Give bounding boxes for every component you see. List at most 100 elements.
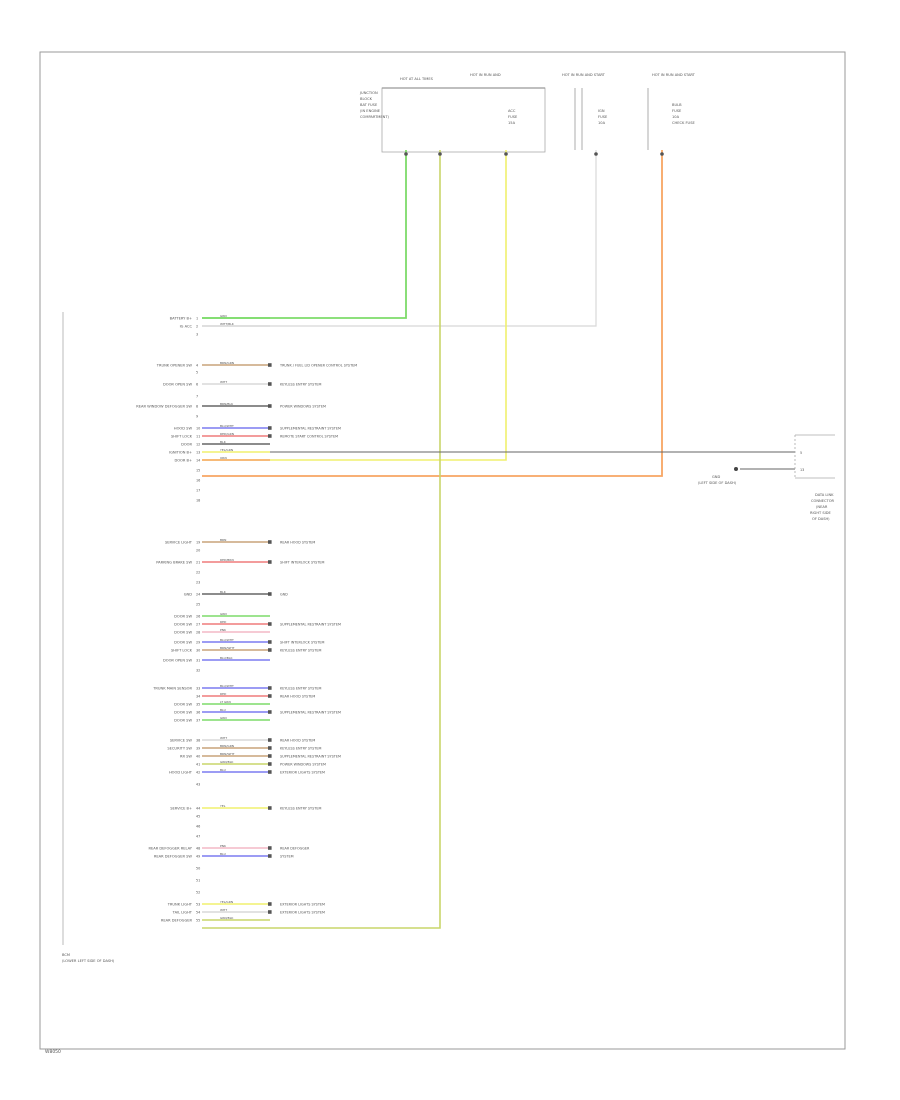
connector-line: FUSE: [672, 109, 682, 113]
pin-row-47: 47: [196, 834, 200, 838]
pin-number: 53: [196, 902, 200, 906]
connector-line: 10A: [598, 121, 606, 125]
pin-number: 47: [196, 834, 200, 838]
pin-row-52: 52: [196, 890, 200, 894]
pin-number: 38: [196, 738, 200, 742]
splice-dot: [504, 152, 508, 156]
wire-color-code: YEL/GRN: [220, 900, 233, 904]
pin-number: 25: [196, 602, 200, 606]
pin-row-9: 9: [196, 414, 198, 418]
pin-label: BATTERY B+: [170, 316, 192, 320]
pin-label: DOOR SW: [174, 710, 192, 714]
connector-line: FUSE: [598, 115, 608, 119]
pin-label: SHIFT LOCK: [171, 648, 193, 652]
wire-destination: KEYLESS ENTRY SYSTEM: [280, 382, 321, 386]
wire-color-code: BRN/GRN: [220, 361, 234, 365]
terminal: [268, 754, 272, 758]
wire-color-code: BRN/GRN: [220, 744, 234, 748]
wire-destination: SUPPLEMENTAL RESTRAINT SYSTEM: [280, 754, 341, 758]
terminal: [268, 426, 272, 430]
top-connector-junction-block: HOT AT ALL TIMES JUNCTION BLOCK BAT FUSE…: [359, 77, 546, 153]
pin-number: 8: [196, 404, 198, 408]
feed-wire: [202, 150, 597, 327]
wire-color-code: WHT: [220, 736, 227, 740]
pin-number: 55: [196, 918, 200, 922]
pin-label: HOOD LIGHT: [169, 770, 193, 774]
wire-color-code: BLK: [220, 590, 227, 594]
wire-color-code: WHT/BLK: [220, 322, 235, 326]
connector-pin: 13: [800, 468, 804, 472]
wire-color-code: BLK: [220, 440, 227, 444]
pin-label: SERVICE B+: [170, 806, 192, 810]
wire-color-code: BLU/BLK: [220, 656, 234, 660]
top-connector-hot-run-start-bulb: HOT IN RUN AND START BULB FUSE 10A CHECK…: [647, 73, 696, 150]
connector-line: BAT FUSE: [360, 103, 378, 107]
module-note-sub: (LOWER LEFT SIDE OF DASH): [62, 959, 115, 963]
pin-label: IGNITION B+: [169, 450, 192, 454]
pin-label: DOOR SW: [174, 640, 192, 644]
pin-row-18: 18: [196, 498, 200, 502]
wire-color-code: GRN: [220, 612, 227, 616]
pin-number: 20: [196, 548, 200, 552]
pin-number: 19: [196, 540, 200, 544]
pin-number: 48: [196, 846, 200, 850]
pin-label: HOOD SW: [174, 426, 193, 430]
terminal: [268, 854, 272, 858]
pin-label: SERVICE SW: [170, 738, 193, 742]
pin-number: 49: [196, 854, 200, 858]
pin-row-51: 51: [196, 878, 200, 882]
terminal: [268, 746, 272, 750]
pin-row-16: 16: [196, 478, 200, 482]
wire-color-code: LT GRN: [220, 700, 231, 704]
pin-label: REAR WINDOW DEFOGGER SW: [136, 404, 192, 408]
terminal: [268, 640, 272, 644]
pin-number: 17: [196, 488, 200, 492]
pin-number: 39: [196, 746, 200, 750]
pin-label: DOOR SW: [174, 630, 192, 634]
wire-destination: KEYLESS ENTRY SYSTEM: [280, 648, 321, 652]
pin-number: 13: [196, 450, 200, 454]
wire-color-code: GRN: [220, 716, 227, 720]
pin-label: REAR DEFOGGER: [161, 918, 193, 922]
pin-label: TRUNK MAIN SENSOR: [152, 686, 192, 690]
feed-wire: [202, 150, 441, 929]
splice-dot: [660, 152, 664, 156]
connector-line: (NEAR: [816, 505, 828, 509]
pin-number: 54: [196, 910, 200, 914]
connector-title: HOT IN RUN AND: [470, 73, 501, 77]
wire-color-code: BLU/WHT: [220, 424, 234, 428]
connector-line: 10A: [672, 115, 680, 119]
data-link-connector: 5 13 DATA LINK CONNECTOR (NEAR RIGHT SID…: [698, 434, 835, 521]
pin-row-50: 50: [196, 866, 200, 870]
pin-number: 6: [196, 382, 198, 386]
pin-label: TAIL LIGHT: [172, 910, 193, 914]
pin-number: 37: [196, 718, 200, 722]
pin-label: DOOR SW: [174, 614, 192, 618]
feed-wire: [202, 150, 507, 461]
pin-label: SERVICE LIGHT: [165, 540, 193, 544]
terminal: [268, 762, 272, 766]
terminal: [268, 694, 272, 698]
pin-number: 3: [196, 332, 198, 336]
ground-dot: [734, 467, 738, 471]
terminal: [268, 382, 272, 386]
top-connector-hot-run-acc: HOT IN RUN AND ACC FUSE 15A: [470, 73, 518, 125]
pin-number: 40: [196, 754, 200, 758]
pin-label: IG ACC: [180, 324, 193, 328]
terminal: [268, 404, 272, 408]
wire-destination: EXTERIOR LIGHTS SYSTEM: [280, 902, 325, 906]
